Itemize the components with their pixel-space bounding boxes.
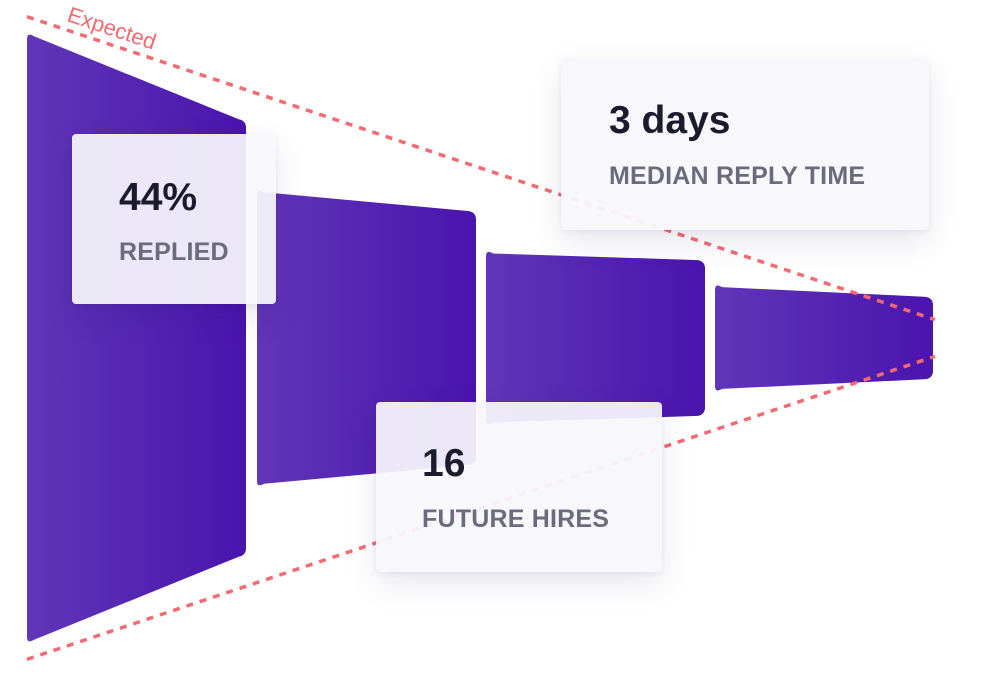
funnel-stage-3	[486, 251, 705, 425]
replied-value: 44%	[119, 176, 198, 219]
future-hires-value: 16	[422, 442, 466, 485]
median-reply-time-card: 3 days MEDIAN REPLY TIME	[561, 58, 929, 230]
funnel-stage-4	[715, 285, 933, 391]
future-hires-card: 16 FUTURE HIRES	[376, 402, 662, 572]
replied-card: 44% REPLIED	[72, 134, 276, 304]
expected-line-top	[26, 15, 936, 322]
funnel-stage-1	[27, 34, 246, 642]
median-reply-time-label: MEDIAN REPLY TIME	[609, 162, 866, 190]
median-reply-time-value: 3 days	[609, 99, 731, 142]
replied-label: REPLIED	[119, 238, 229, 266]
future-hires-label: FUTURE HIRES	[422, 505, 610, 533]
